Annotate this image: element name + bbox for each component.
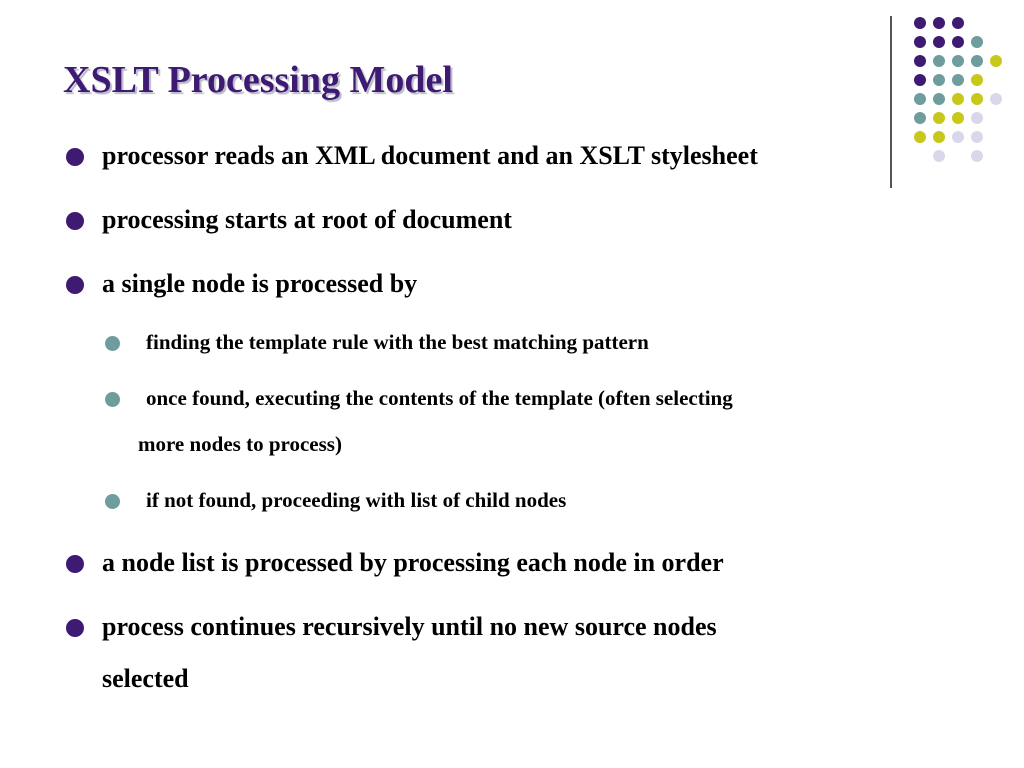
slide-title: XSLT Processing Model (63, 59, 453, 101)
sub-bullet-marker-icon (105, 392, 120, 407)
decorative-dot (971, 131, 983, 143)
decorative-dot (933, 93, 945, 105)
sub-bullet-continuation: more nodes to process) (138, 432, 342, 456)
bullet-text: a single node is processed by (102, 269, 418, 298)
decorative-dot (971, 55, 983, 67)
bullet-marker-icon (66, 148, 84, 166)
sub-bullet-marker-icon (105, 336, 120, 351)
decorative-dot (914, 131, 926, 143)
title-divider-line (890, 16, 892, 188)
decorative-dot (933, 150, 945, 162)
decorative-dot (952, 55, 964, 67)
decorative-dot (952, 36, 964, 48)
decorative-dot (990, 93, 1002, 105)
decorative-dot (914, 112, 926, 124)
decorative-dot (933, 131, 945, 143)
sub-bullet-text: if not found, proceeding with list of ch… (146, 488, 567, 512)
decorative-dot (933, 36, 945, 48)
bullet-marker-icon (66, 555, 84, 573)
decorative-dot (914, 93, 926, 105)
bullet-text: processing starts at root of document (102, 205, 512, 234)
bullet-continuation: selected (102, 664, 189, 693)
decorative-dot (914, 74, 926, 86)
sub-bullet-marker-icon (105, 494, 120, 509)
bullet-text: processor reads an XML document and an X… (102, 141, 758, 170)
decorative-dot (914, 55, 926, 67)
decorative-dot (914, 17, 926, 29)
decorative-dot (933, 17, 945, 29)
bullet-marker-icon (66, 276, 84, 294)
bullet-marker-icon (66, 212, 84, 230)
decorative-dot (971, 36, 983, 48)
decorative-dot (971, 150, 983, 162)
sub-bullet-text: finding the template rule with the best … (146, 330, 649, 354)
decorative-dot (933, 74, 945, 86)
bullet-marker-icon (66, 619, 84, 637)
decorative-dot (933, 112, 945, 124)
decorative-dot (971, 74, 983, 86)
decorative-dot (971, 93, 983, 105)
sub-bullet-text: once found, executing the contents of th… (146, 386, 733, 410)
decorative-dot (952, 93, 964, 105)
decorative-dot (952, 112, 964, 124)
decorative-dot (952, 131, 964, 143)
decorative-dot (933, 55, 945, 67)
decorative-dot (990, 55, 1002, 67)
decorative-dot (914, 36, 926, 48)
decorative-dot (952, 74, 964, 86)
decorative-dot (971, 112, 983, 124)
bullet-text: a node list is processed by processing e… (102, 548, 724, 577)
bullet-text: process continues recursively until no n… (102, 612, 717, 641)
decorative-dot (952, 17, 964, 29)
